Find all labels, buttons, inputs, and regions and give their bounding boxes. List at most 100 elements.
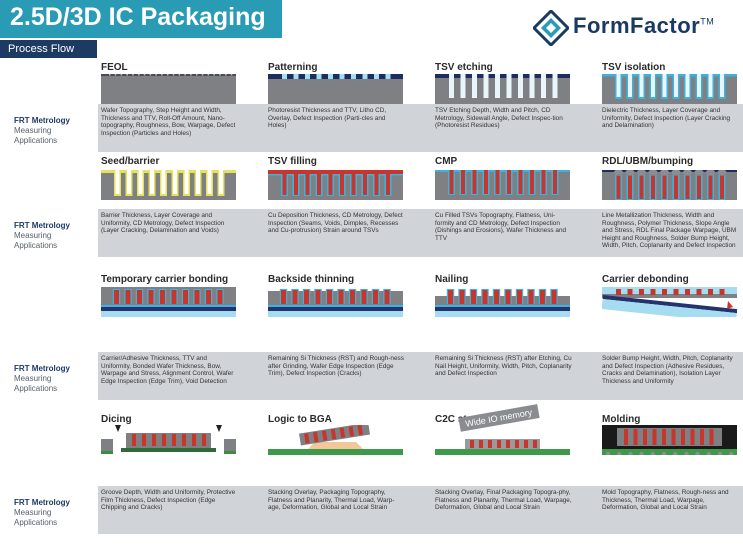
tsv-pillar [142, 434, 146, 446]
device-feature [230, 74, 233, 76]
step-title: Seed/barrier [101, 156, 160, 167]
process-cross-section [435, 170, 570, 200]
step-title: Logic to BGA [268, 414, 332, 425]
tsv-pillar [633, 429, 638, 445]
tsv-hole [219, 170, 223, 194]
logo-trademark: TM [700, 16, 715, 27]
copper-fill [685, 175, 690, 199]
tsv-hole [518, 74, 523, 98]
isolation-layer [435, 305, 570, 307]
tsv-pillar [690, 429, 695, 445]
process-cross-section [435, 74, 570, 104]
silicon-substrate [101, 287, 236, 305]
title-bar: 2.5D/3D IC Packaging [0, 0, 282, 38]
device-feature [161, 74, 163, 76]
tsv-hole [541, 74, 546, 98]
applications-label: Applications [14, 518, 58, 527]
tsv-pillar [494, 290, 499, 304]
solder-bump [648, 170, 658, 176]
dielectric-liner [268, 174, 403, 176]
tsv-hole [674, 74, 678, 97]
copper-fill [553, 170, 557, 194]
process-cross-section [268, 74, 403, 104]
step-title: RDL/UBM/bumping [602, 156, 694, 167]
underfill [308, 442, 363, 449]
tsv-pillar [339, 427, 346, 439]
tsv-pillar [162, 434, 166, 446]
tsv-pillar [192, 434, 196, 446]
tsv-hole [184, 170, 189, 194]
tsv-hole [720, 74, 724, 97]
copper-fill [363, 174, 367, 195]
tsv-pillar [459, 290, 465, 304]
bonding-layer [435, 307, 570, 311]
solder-bump [706, 170, 715, 176]
carrier-wafer [101, 311, 236, 317]
process-cross-section [602, 425, 737, 455]
tsv-pillar [470, 440, 474, 448]
device-feature [190, 74, 192, 76]
tsv-pillar [330, 428, 337, 440]
tsv-pillar [148, 290, 154, 304]
silicon-substrate [101, 170, 236, 200]
copper-fill [720, 175, 724, 199]
debond-arrow-icon [727, 301, 733, 309]
step-title: Backside thinning [268, 274, 355, 285]
tsv-pillar [348, 426, 355, 437]
tsv-pillar [540, 290, 545, 304]
silicon-substrate [101, 74, 236, 104]
applications-label: Applications [14, 136, 58, 145]
logic-die [465, 439, 540, 449]
bga-substrate [602, 449, 737, 455]
photoresist-layer [268, 74, 403, 79]
step-description: Groove Depth, Width and Uniformity, Prot… [101, 489, 236, 512]
solder-ball [673, 451, 678, 455]
tsv-pillar [172, 434, 176, 446]
device-feature [219, 74, 221, 76]
solder-ball [617, 451, 622, 455]
solder-bump [637, 170, 646, 176]
resist-opening [339, 74, 345, 79]
tsv-pillar [524, 440, 528, 448]
tsv-pillar [315, 290, 321, 304]
solder-ball [650, 451, 655, 455]
device-feature [149, 74, 152, 76]
page-title: 2.5D/3D IC Packaging [10, 3, 266, 31]
tsv-pillar [373, 290, 378, 304]
device-feature [167, 74, 169, 76]
copper-fill [708, 175, 713, 199]
step-title: CMP [435, 156, 458, 167]
tsv-pillar [479, 440, 483, 448]
copper-fill [484, 170, 488, 194]
tsv-hole [483, 74, 489, 98]
resist-opening [374, 74, 379, 79]
row-band [0, 209, 743, 257]
thinned-silicon [268, 291, 403, 305]
device-feature [225, 74, 227, 76]
thinned-silicon [435, 296, 570, 305]
device-feature [178, 74, 181, 76]
bonding-layer [101, 307, 236, 311]
tsv-hole [472, 74, 477, 98]
copper-fill [518, 170, 523, 194]
silicon-substrate [435, 170, 570, 200]
copper-fill [328, 174, 333, 195]
solder-ball [717, 451, 723, 455]
tsv-pillar [202, 434, 206, 446]
device-feature [196, 74, 198, 76]
device-feature [172, 74, 175, 76]
process-cross-section [435, 289, 570, 317]
isolation-layer [268, 305, 403, 307]
page-subtitle: Process Flow [8, 43, 75, 55]
device-feature [143, 74, 146, 76]
bonding-layer [602, 295, 737, 314]
adjacent-die [101, 439, 113, 451]
step-description: Solder Bump Height, Width, Pitch, Coplan… [602, 355, 733, 385]
copper-fill [282, 174, 287, 195]
tsv-pillar [448, 290, 453, 304]
process-cross-section [602, 74, 737, 104]
tape-right [224, 451, 236, 454]
